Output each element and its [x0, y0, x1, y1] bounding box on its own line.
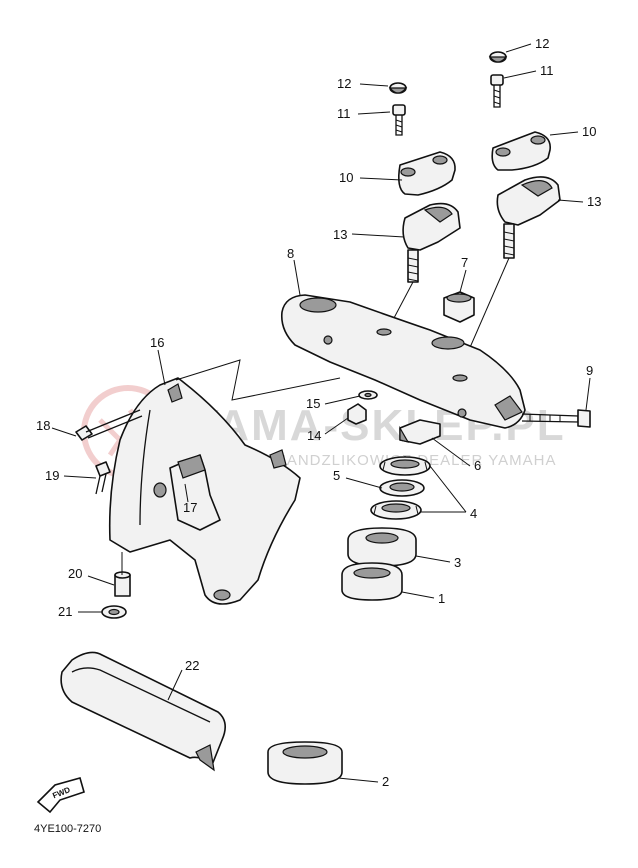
callout-13-left: 13: [333, 227, 347, 242]
callout-20: 20: [68, 566, 82, 581]
callout-22: 22: [185, 658, 199, 673]
part-1-bearing: [341, 562, 403, 601]
part-13-lower-holder-left: [402, 202, 461, 283]
diagram-code: 4YE100-7270: [34, 823, 101, 835]
callout-13-right: 13: [587, 194, 601, 209]
callout-4: 4: [470, 506, 477, 521]
part-21-damper: [101, 605, 127, 619]
part-13-lower-holder-right: [496, 176, 561, 259]
part-11-bolt-right: [490, 74, 504, 108]
callout-8: 8: [287, 246, 294, 261]
callouts: 12 11 10 13 12 11 10 13 8 7 9 16 15 14 6…: [36, 36, 601, 789]
part-4-ring-nut-upper: [379, 456, 431, 476]
part-6-spacer: [399, 419, 441, 445]
callout-19: 19: [45, 468, 59, 483]
part-18-bolt: [75, 409, 143, 441]
callout-3: 3: [454, 555, 461, 570]
callout-7: 7: [461, 255, 468, 270]
fwd-arrow-icon: FWD: [36, 777, 85, 814]
callout-14: 14: [307, 428, 321, 443]
part-17-bracket: [169, 454, 221, 531]
part-4-ring-nut-lower: [370, 500, 422, 520]
callout-10-left: 10: [339, 170, 353, 185]
part-10-upper-holder-right: [491, 131, 552, 171]
callout-9: 9: [586, 363, 593, 378]
part-12-cap-right: [488, 51, 508, 63]
part-11-bolt-left: [392, 104, 406, 136]
callout-21: 21: [58, 604, 72, 619]
part-9-bolt: [521, 409, 591, 428]
part-19-bolt: [95, 461, 111, 495]
callout-2: 2: [382, 774, 389, 789]
callout-16: 16: [150, 335, 164, 350]
callout-11-right: 11: [540, 63, 554, 78]
callout-12-left: 12: [337, 76, 351, 91]
part-12-cap-left: [388, 82, 408, 94]
part-7-nut: [443, 291, 475, 323]
callout-17: 17: [183, 500, 197, 515]
callout-6: 6: [474, 458, 481, 473]
callout-15: 15: [306, 396, 320, 411]
part-22-cover: [60, 651, 226, 772]
part-2-oil-seal: [267, 741, 343, 785]
callout-5: 5: [333, 468, 340, 483]
callout-18: 18: [36, 418, 50, 433]
callout-11-left: 11: [337, 106, 351, 121]
leader-lines: [51, 43, 591, 783]
part-5-washer: [379, 479, 425, 497]
callout-1: 1: [438, 591, 445, 606]
part-14-nut: [347, 403, 367, 425]
callout-10-right: 10: [582, 124, 596, 139]
part-8-upper-bracket: [280, 294, 526, 429]
part-10-upper-holder-left: [398, 151, 456, 196]
callout-12-right: 12: [535, 36, 549, 51]
part-15-washer: [358, 390, 378, 400]
part-3-bearing-cover: [347, 527, 417, 567]
part-20-collar: [114, 552, 131, 597]
